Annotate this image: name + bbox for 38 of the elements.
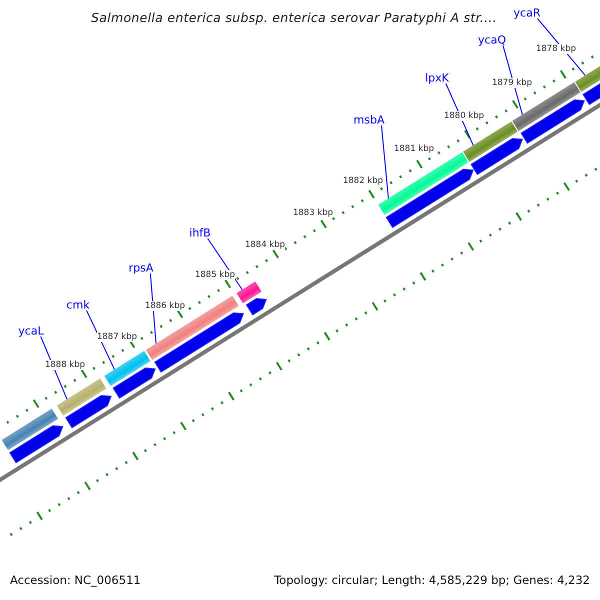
coding-region — [246, 298, 267, 316]
leader-line — [150, 273, 157, 344]
coding-region — [386, 168, 474, 228]
position-label: 1884 kbp — [244, 240, 286, 250]
title: Salmonella enterica subsp. enterica serovar Paratyphi A str.... — [91, 10, 497, 25]
leader-line — [380, 125, 389, 199]
gene-bar — [56, 378, 106, 416]
footer-text: Accession: NC_006511 — [10, 573, 141, 587]
gene-name: ycaL — [18, 324, 44, 338]
gene-bar — [236, 282, 262, 304]
gene-name: lpxK — [425, 72, 449, 84]
position-label: 1882 kbp — [342, 176, 384, 186]
position-label: 1880 kbp — [444, 111, 484, 121]
coding-region — [470, 138, 524, 176]
gene-name: msbA — [354, 114, 384, 126]
position-label: 1883 kbp — [292, 208, 334, 218]
coding-region — [9, 425, 64, 464]
leader-line — [207, 238, 243, 290]
position-label: 1881 kbp — [394, 144, 434, 154]
footer-text: Topology: circular; Length: 4,585,229 bp; Genes: 4,232 — [274, 573, 590, 587]
gene-name: ycaQ — [478, 34, 506, 46]
position-label: 1879 kbp — [492, 78, 532, 88]
coding-region — [65, 395, 112, 428]
gene-name: rpsA — [128, 262, 154, 274]
coding-region — [520, 99, 585, 144]
gene-bar — [104, 350, 151, 386]
coding-region — [154, 312, 244, 373]
position-label: 1885 kbp — [194, 270, 236, 280]
leader-line — [502, 45, 523, 116]
position-label: 1887 kbp — [96, 332, 138, 342]
gene-bar — [463, 121, 518, 162]
position-label: 1878 kbp — [536, 44, 576, 54]
coding-region — [112, 367, 156, 399]
gene-name: ycaR — [514, 6, 540, 20]
gene-name: ihfB — [189, 226, 211, 240]
position-label: 1888 kbp — [44, 360, 86, 370]
gene-name: cmk — [66, 298, 90, 312]
position-label: 1886 kbp — [144, 301, 186, 311]
